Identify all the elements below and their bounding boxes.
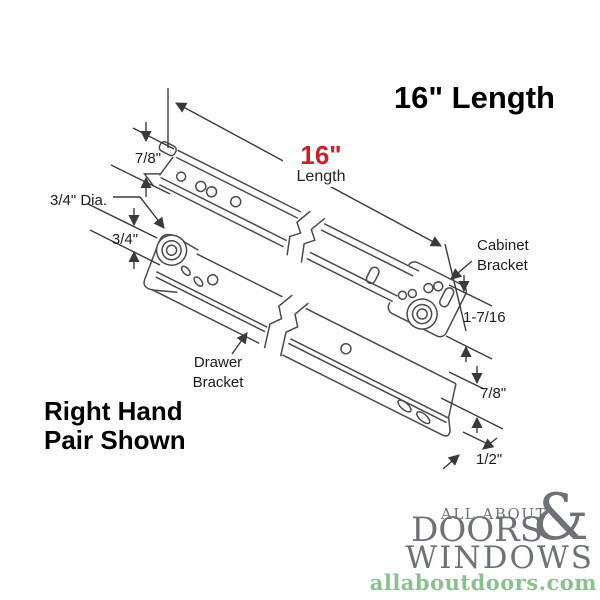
caption-line1: Right Hand (44, 396, 183, 426)
dimension-lines (87, 88, 504, 470)
dimension-length-label: 16" Length (283, 141, 359, 187)
page-title: 16" Length (393, 80, 555, 115)
drawer-bracket-line2: Bracket (192, 374, 244, 391)
dimension-roller-label: 3/4" (111, 231, 139, 248)
caption-line2: Pair Shown (44, 425, 186, 455)
dimension-bottom-flange-label: 7/8" (480, 385, 507, 402)
dimension-bottom-lip-label: 1/2" (476, 451, 503, 468)
cabinet-rail (142, 140, 468, 338)
dimension-top-flange-label: 7/8" (134, 150, 162, 167)
drawer-bracket-line1: Drawer (193, 354, 243, 371)
caption-right-hand-pair: Right Hand Pair Shown (44, 397, 186, 455)
dimension-length-value: 16" (300, 140, 342, 170)
dimension-bracket-height-label: 1-7/16 (463, 309, 506, 326)
cabinet-bracket-label: Cabinet Bracket (477, 236, 529, 276)
dimension-length-unit: Length (296, 168, 346, 185)
roller-diameter-label: 3/4" Dia. (50, 192, 108, 209)
drawer-bracket-label: Drawer Bracket (190, 353, 246, 393)
cabinet-bracket-line2: Bracket (477, 257, 528, 274)
drawer-rail (143, 233, 466, 437)
cabinet-bracket-line1: Cabinet (477, 237, 529, 254)
